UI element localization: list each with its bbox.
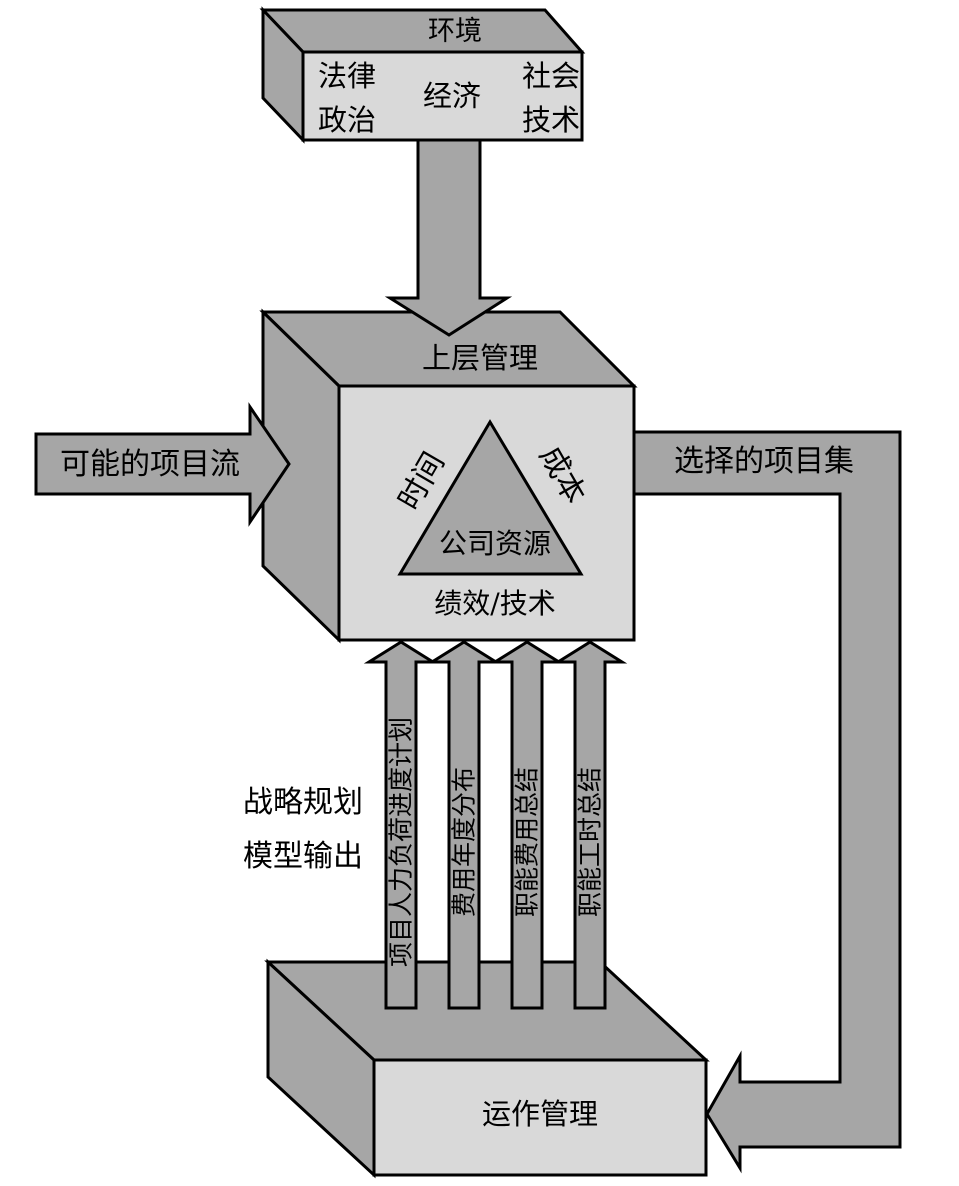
operations-management-box: [264, 958, 710, 1179]
environment-law: 法律: [318, 59, 376, 93]
upper-management-title: 上层管理: [422, 341, 538, 375]
output-label-2: 费用年度分布: [450, 767, 479, 917]
triangle-resources-label: 公司资源: [439, 527, 551, 560]
output-label-4: 职能工时总结: [576, 767, 605, 917]
operations-front-face: [372, 1058, 708, 1177]
selected-projects-arrow: [632, 430, 902, 1174]
environment-box: [259, 6, 586, 144]
resource-triangle: [397, 419, 584, 576]
selected-projects-label: 选择的项目集: [674, 444, 854, 479]
operations-management-label: 运作管理: [482, 1097, 598, 1131]
environment-technology: 技术: [522, 103, 580, 137]
strategy-output-line1: 战略规划: [243, 785, 363, 820]
environment-society: 社会: [522, 59, 580, 93]
output-label-1: 项目人力负荷进度计划: [387, 717, 416, 967]
output-arrow-1: [363, 640, 439, 1010]
output-label-3: 职能费用总结: [513, 767, 542, 917]
strategy-output-line2: 模型输出: [243, 839, 363, 874]
output-arrow-3: [489, 640, 565, 1010]
performance-label: 绩效/技术: [434, 587, 555, 620]
environment-down-arrow: [384, 138, 513, 337]
possible-projects-arrow: [34, 402, 291, 527]
environment-title: 环境: [428, 16, 482, 47]
possible-projects-label: 可能的项目流: [60, 447, 240, 482]
output-arrow-2: [426, 640, 502, 1010]
output-arrow-4: [552, 640, 628, 1010]
environment-politics: 政治: [318, 103, 376, 137]
environment-front-face: [301, 50, 584, 142]
environment-economy: 经济: [423, 79, 481, 113]
environment-top-face: [259, 8, 586, 54]
